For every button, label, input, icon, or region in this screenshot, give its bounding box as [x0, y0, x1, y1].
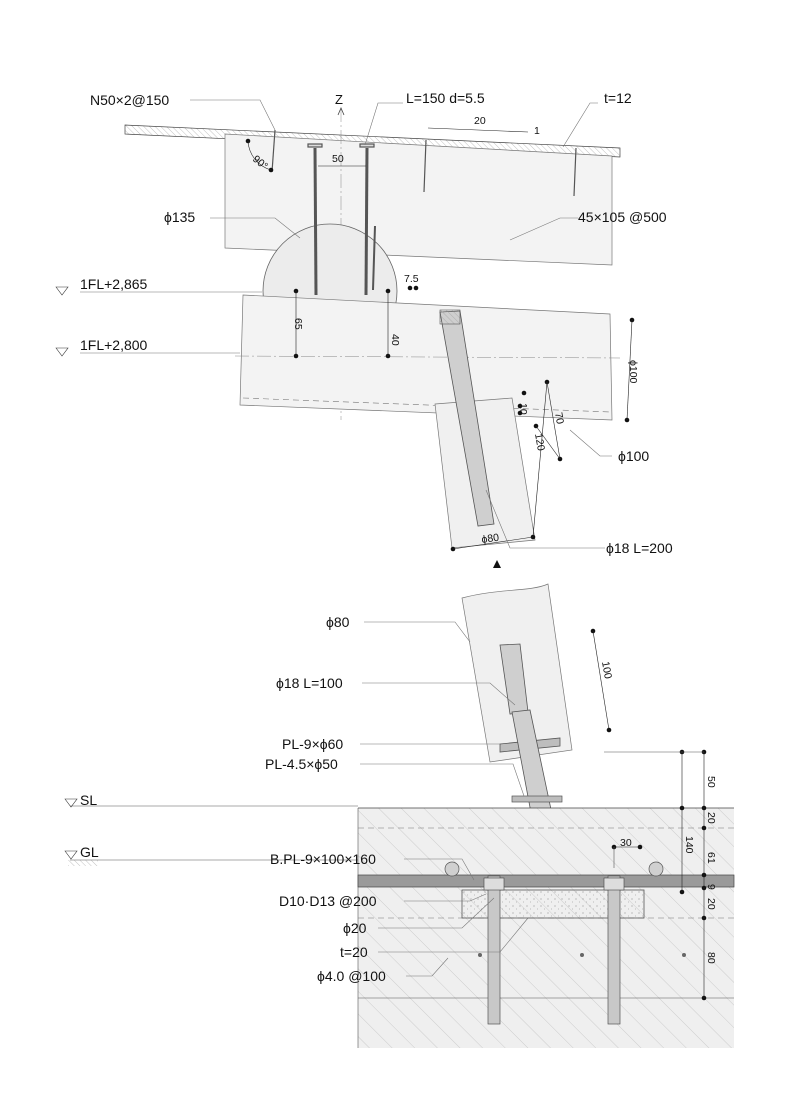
label-gl: GL	[80, 844, 99, 860]
label-d40: 40	[389, 334, 401, 346]
label-d140: 140	[683, 836, 695, 854]
label-board: t=12	[604, 90, 632, 106]
label-d100: 100	[599, 660, 614, 679]
label-level-2: 1FL+2,800	[80, 337, 148, 353]
label-d70: 70	[552, 411, 566, 425]
label-log135: ϕ135	[164, 209, 195, 225]
axis-z-label: Z	[335, 92, 343, 107]
label-d10: 10	[517, 403, 529, 415]
label-bolt2: ϕ18 L=100	[276, 675, 343, 691]
text-labels: Z N50×2@150 L=150 d=5.5 t=12 20 1 90° 50…	[80, 90, 717, 984]
label-d9: 9	[705, 884, 717, 890]
ground-lines	[68, 805, 358, 866]
strut-top	[434, 309, 536, 568]
label-post: ϕ80	[326, 614, 350, 630]
label-level-1: 1FL+2,865	[80, 276, 148, 292]
label-mortar: t=20	[340, 944, 368, 960]
label-plate1: PL-9×ϕ60	[282, 736, 343, 752]
label-plate2: PL-4.5×ϕ50	[265, 756, 338, 772]
label-nail: N50×2@150	[90, 92, 169, 108]
label-strut-dim: ϕ80	[481, 532, 500, 546]
label-joist: 45×105 @500	[578, 209, 667, 225]
label-d30: 30	[620, 837, 632, 849]
label-sl: SL	[80, 792, 97, 808]
label-d120: 120	[532, 432, 547, 451]
label-rebar: D10·D13 @200	[279, 893, 377, 909]
foundation	[357, 795, 735, 1048]
label-beam-dim: ϕ100	[627, 360, 639, 384]
roof-board	[124, 124, 621, 158]
level-markers	[55, 286, 78, 860]
label-anchor: ϕ20	[343, 920, 367, 936]
label-d65: 65	[292, 318, 304, 330]
label-bolt1: ϕ18 L=200	[606, 540, 673, 556]
label-d50: 50	[705, 776, 717, 788]
label-baseplate: B.PL-9×100×160	[270, 851, 376, 867]
dimension-lines	[247, 127, 705, 998]
label-d75: 7.5	[404, 273, 419, 285]
beam	[234, 294, 621, 421]
label-slope-rise: 1	[534, 125, 540, 137]
label-beam: ϕ100	[618, 448, 649, 464]
label-d61: 61	[705, 852, 717, 864]
label-slope-run: 20	[474, 115, 486, 127]
nails	[271, 129, 577, 296]
label-mesh: ϕ4.0 @100	[317, 968, 386, 984]
label-spacing50: 50	[332, 153, 344, 165]
label-d20b: 20	[705, 898, 717, 910]
leader-lines	[80, 99, 615, 977]
label-d20a: 20	[705, 812, 717, 824]
label-screw: L=150 d=5.5	[406, 90, 485, 106]
label-d80: 80	[705, 952, 717, 964]
